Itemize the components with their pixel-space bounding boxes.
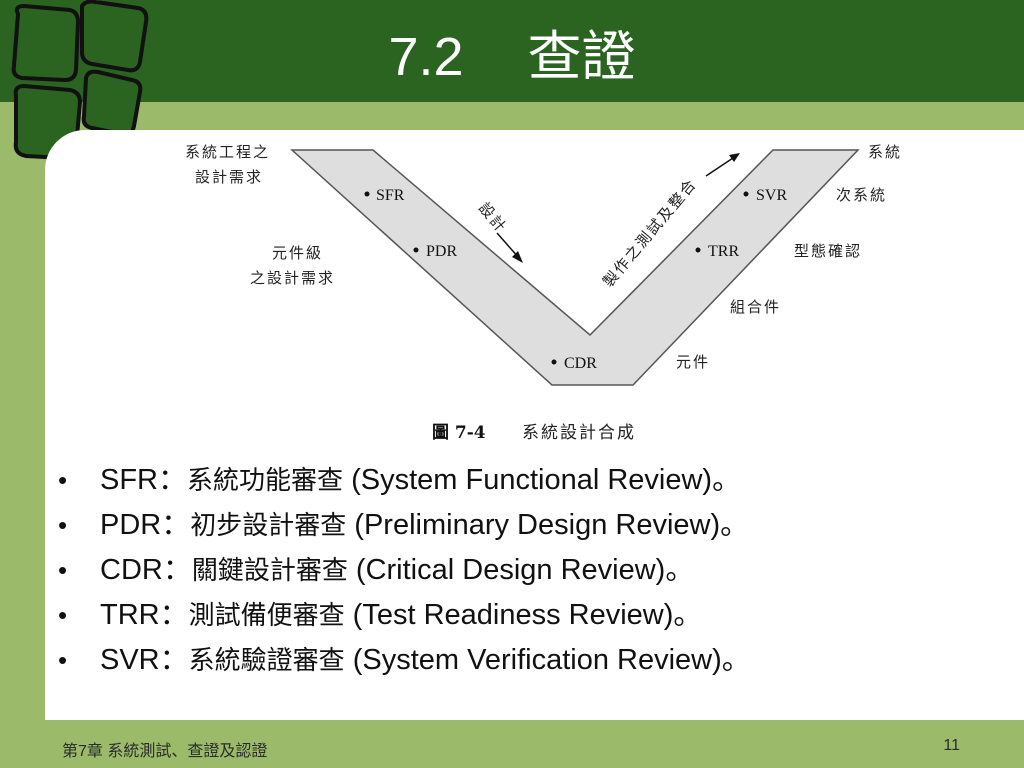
bullet-abbr: PDR： — [100, 509, 191, 541]
label-system-design-req-2: 設計需求 — [195, 168, 263, 186]
bullet-dot-icon: • — [58, 555, 68, 585]
slide-title-number: 7.2 — [388, 27, 464, 87]
bullet-en: (Critical Design Review)。 — [347, 554, 695, 586]
bullet-en: (System Verification Review)。 — [344, 644, 751, 676]
bullet-abbr: SFR： — [100, 464, 188, 496]
label-component: 元件 — [676, 353, 710, 371]
bullet-dot-icon: • — [58, 600, 68, 630]
bullet-zh: 關鍵設計審查 — [191, 556, 348, 586]
bullet-dot-icon: • — [58, 645, 68, 675]
list-item: • TRR： 測試備便審查 (Test Readiness Review)。 — [58, 593, 978, 638]
label-configuration: 型態確認 — [794, 242, 862, 260]
label-system-design-req-1: 系統工程之 — [185, 143, 270, 161]
bullet-abbr: TRR： — [100, 599, 189, 631]
bullet-dot-icon: • — [58, 510, 68, 540]
list-item: • SFR： 系統功能審查 (System Functional Review)… — [58, 458, 978, 503]
bullet-dot-icon — [364, 191, 370, 197]
bullet-en: (System Functional Review)。 — [343, 464, 742, 496]
stage-cdr: CDR — [564, 355, 597, 372]
v-shape — [290, 149, 860, 386]
label-subsystem: 次系統 — [836, 186, 887, 204]
bullet-abbr: CDR： — [100, 554, 192, 586]
header-bar — [0, 0, 1024, 102]
stage-sfr: SFR — [376, 187, 405, 204]
review-list: • SFR： 系統功能審查 (System Functional Review)… — [58, 458, 978, 683]
stage-svr: SVR — [756, 187, 787, 204]
bullet-dot-icon: • — [58, 465, 68, 495]
bullet-dot-icon — [743, 191, 749, 197]
stage-pdr: PDR — [426, 243, 457, 260]
list-item: • PDR： 初步設計審查 (Preliminary Design Review… — [58, 503, 978, 548]
list-item: • SVR： 系統驗證審查 (System Verification Revie… — [58, 638, 978, 683]
figure-caption: 系統設計合成 — [522, 423, 636, 443]
bullet-dot-icon — [551, 359, 557, 365]
label-design: 設計 — [475, 199, 511, 237]
bullet-zh: 初步設計審查 — [190, 511, 347, 541]
bullet-abbr: SVR： — [100, 644, 189, 676]
label-assembly: 組合件 — [730, 298, 781, 316]
content-panel — [45, 130, 1024, 720]
figure-number: 圖 7-4 — [432, 423, 486, 443]
bullet-zh: 系統功能審查 — [187, 466, 344, 496]
bullet-en: (Preliminary Design Review)。 — [346, 509, 750, 541]
slide-title-text: 查證 — [527, 25, 636, 88]
footer-page-number: 11 — [943, 737, 960, 754]
list-item: • CDR： 關鍵設計審查 (Critical Design Review)。 — [58, 548, 978, 593]
label-component-req-2: 之設計需求 — [250, 269, 335, 287]
bullet-zh: 系統驗證審查 — [188, 646, 345, 676]
bullet-dot-icon — [413, 247, 419, 253]
bullet-zh: 測試備便審查 — [188, 601, 345, 631]
bullet-en: (Test Readiness Review)。 — [344, 599, 703, 631]
bullet-dot-icon — [695, 247, 701, 253]
footer-chapter: 第7章 系統測試、查證及認證 — [62, 743, 268, 760]
label-component-req-1: 元件級 — [272, 244, 323, 262]
label-system: 系統 — [868, 143, 902, 161]
stage-trr: TRR — [708, 243, 739, 260]
slide-title: 7.2 查證 — [0, 22, 1024, 92]
header-band — [0, 102, 1024, 130]
